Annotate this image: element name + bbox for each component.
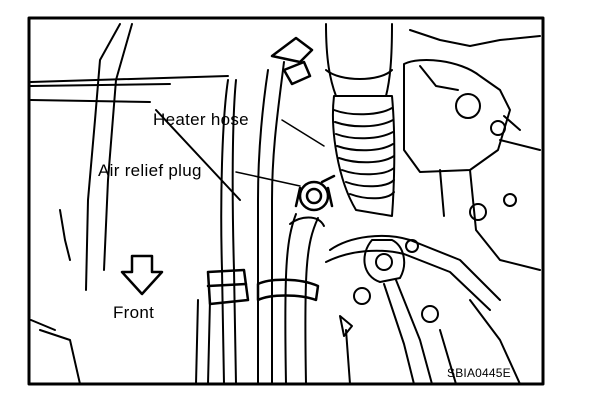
air-relief-plug-label: Air relief plug <box>98 161 202 180</box>
down-arrow-icon <box>120 254 164 296</box>
air-intake-duct <box>325 23 393 97</box>
air-relief-plug <box>294 174 336 212</box>
lower-pipes <box>325 234 521 385</box>
leader-lines <box>235 119 325 187</box>
engine-components <box>403 29 541 271</box>
body-panel <box>30 23 241 385</box>
corrugated-hose <box>331 95 396 217</box>
heater-hose <box>284 213 325 385</box>
figure-code: SBIA0445E <box>447 366 511 380</box>
heater-hose-label: Heater hose <box>153 110 249 129</box>
left-tubes <box>195 61 285 385</box>
heater-hose-leader <box>281 119 325 147</box>
hose-clamps <box>206 36 320 306</box>
air-relief-plug-leader <box>235 171 301 187</box>
front-label: Front <box>113 303 155 322</box>
